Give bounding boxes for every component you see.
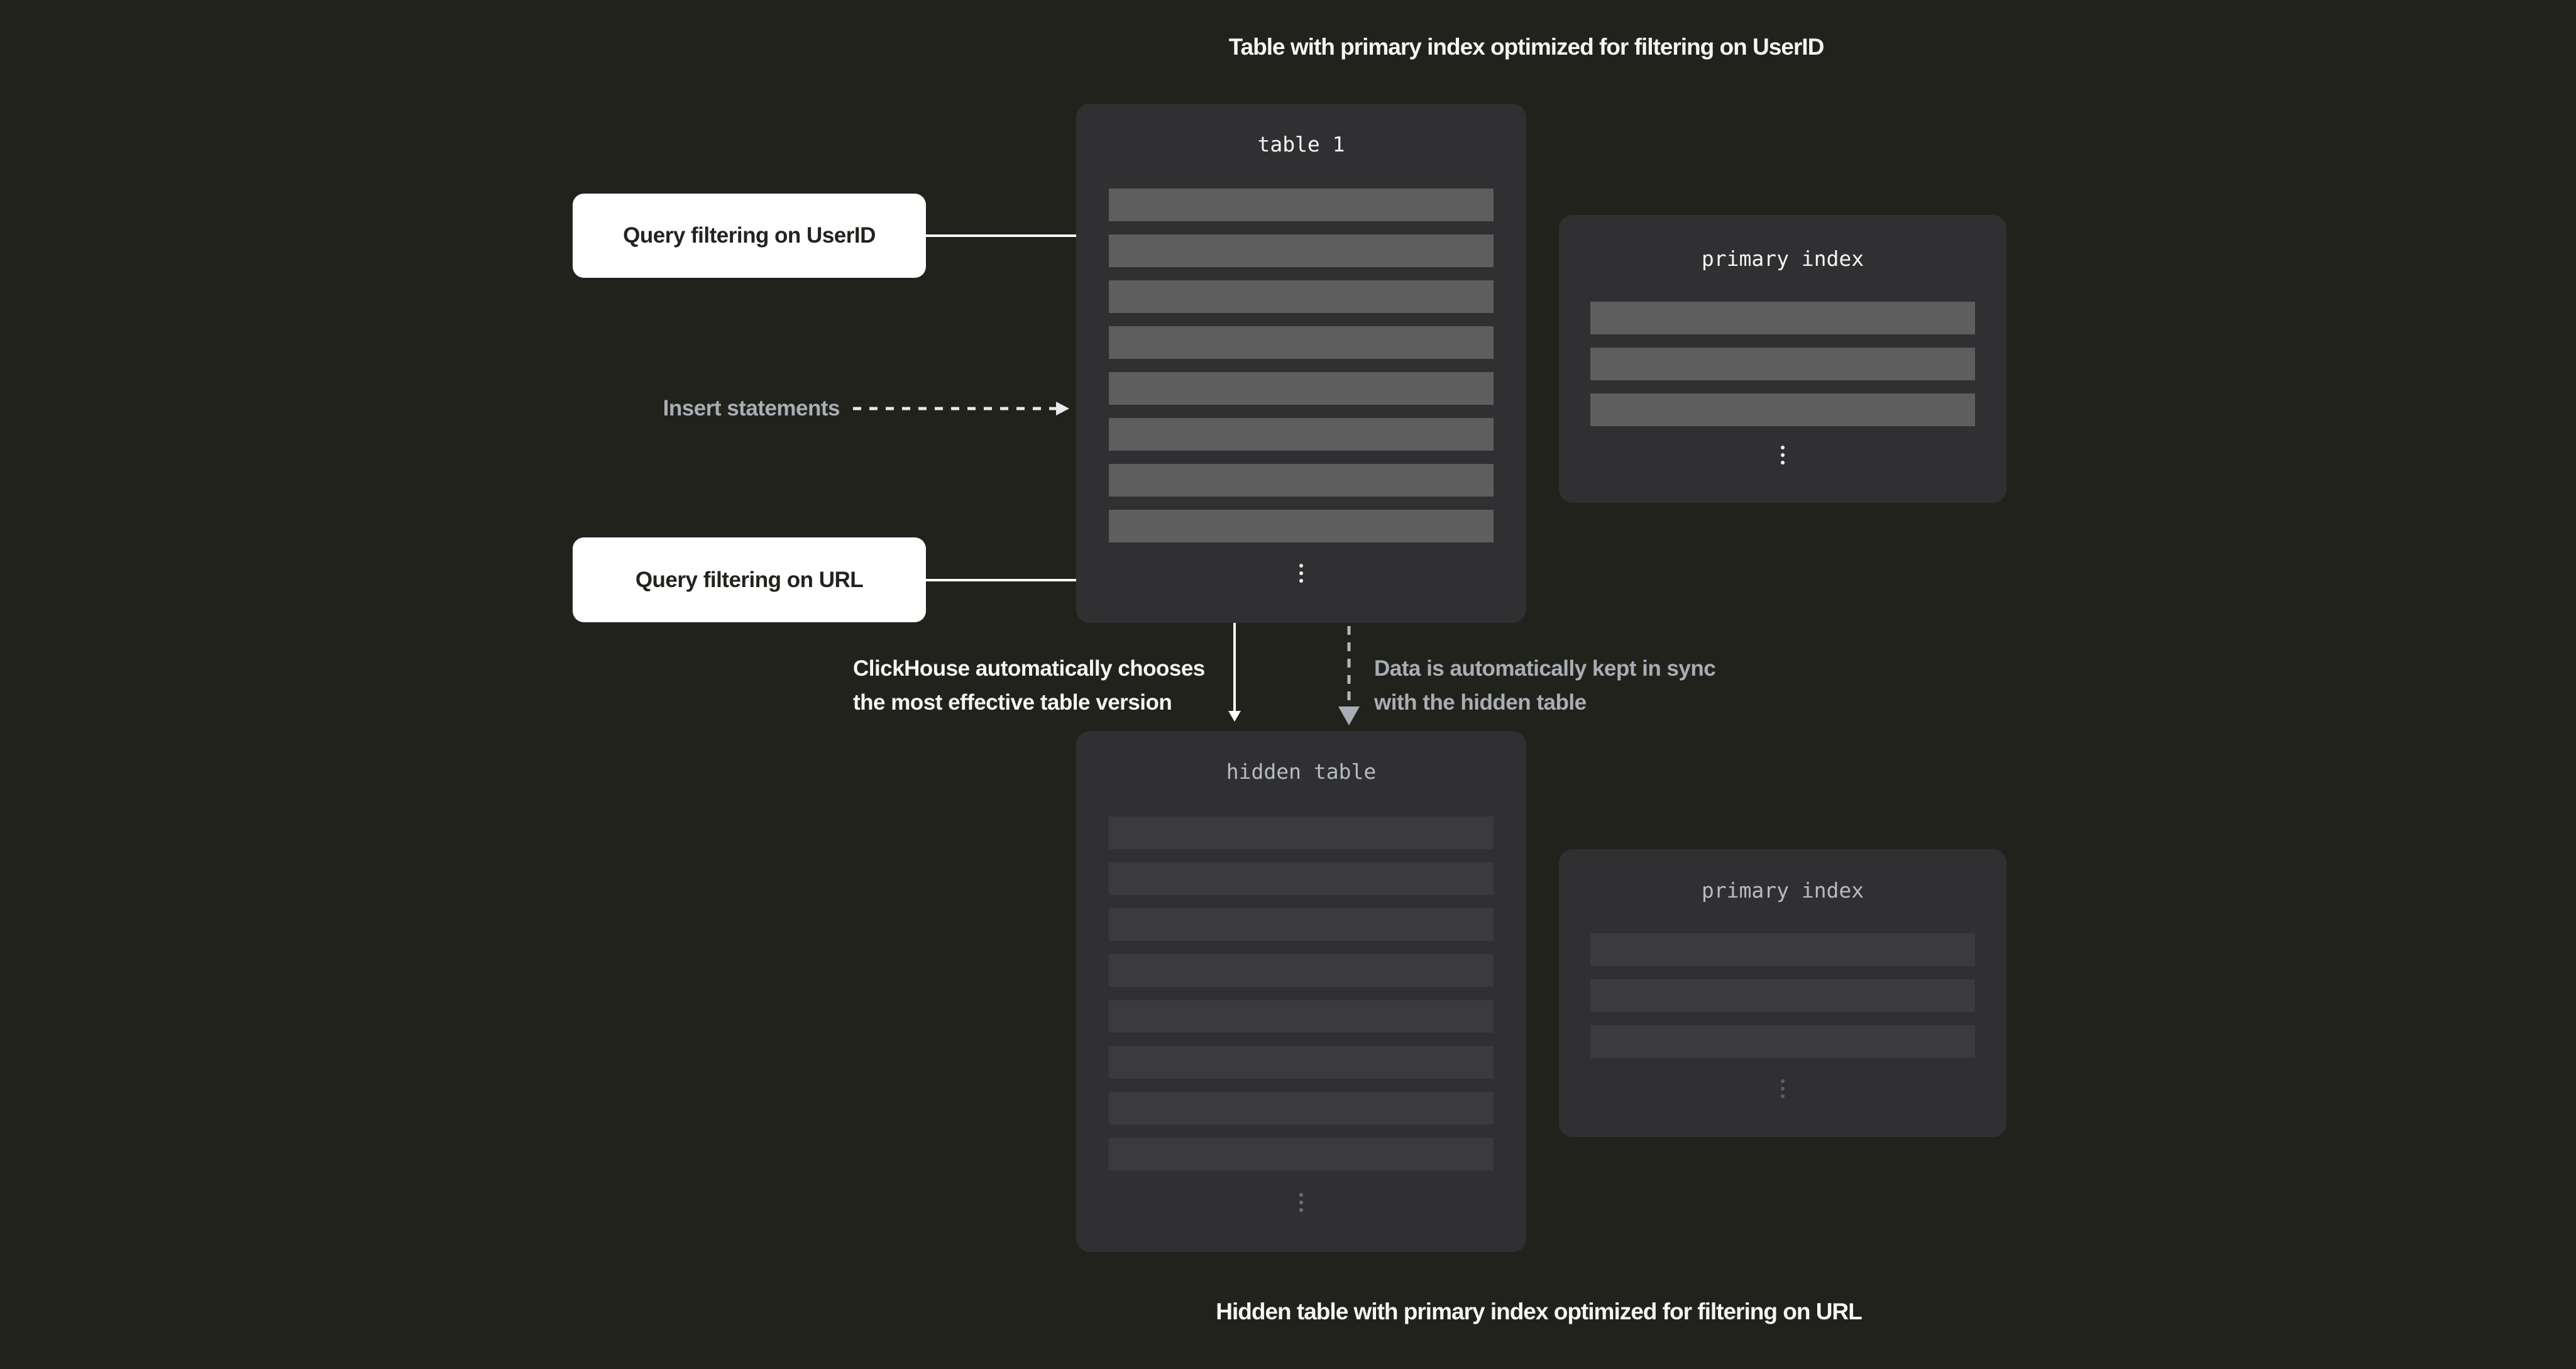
query-userid-callout: Query filtering on UserID [573,194,926,278]
sync-dashed-arrow [1338,626,1360,725]
table-row [1109,234,1494,267]
sync-note: Data is automatically kept in sync with … [1374,652,1716,720]
primary-index-bottom-panel: primary index [1559,849,2006,1137]
insert-statements-label: Insert statements [663,396,840,421]
clickhouse-note: ClickHouse automatically chooses the mos… [853,652,1205,720]
query-userid-arrow [926,229,1096,242]
table-row [1109,1046,1494,1079]
table-row [1109,510,1494,542]
table1-rows [1109,189,1494,542]
index-row [1590,1025,1975,1058]
sync-note-line2: with the hidden table [1374,690,1587,715]
table-row [1109,862,1494,895]
index-row [1590,979,1975,1012]
table-row [1109,1092,1494,1124]
table1-title: table 1 [1257,132,1345,157]
clickhouse-note-line1: ClickHouse automatically chooses [853,656,1205,681]
hidden-table-panel: hidden table [1076,731,1526,1252]
arrowhead-down-icon [1338,706,1360,725]
primary-index-bottom-title: primary index [1701,878,1864,903]
table-row [1109,418,1494,451]
table-row [1109,816,1494,849]
index-row [1590,302,1975,334]
vertical-ellipsis-icon [1076,1193,1526,1212]
sync-note-line1: Data is automatically kept in sync [1374,656,1716,681]
clickhouse-note-line2: the most effective table version [853,690,1172,715]
index-row [1590,933,1975,966]
arrowhead-right-icon [1056,402,1069,415]
table-row [1109,954,1494,987]
query-url-callout: Query filtering on URL [573,537,926,622]
vertical-ellipsis-icon [1559,1079,2006,1098]
hidden-table-title: hidden table [1226,759,1377,784]
arrowhead-down-icon [1228,711,1241,722]
vertical-ellipsis-icon [1076,564,1526,583]
primary-index-top-panel: primary index [1559,215,2006,503]
table-row [1109,908,1494,941]
table-row [1109,464,1494,497]
hidden-table-rows [1109,816,1494,1170]
bottom-caption: Hidden table with primary index optimize… [1216,1299,1863,1324]
top-caption: Table with primary index optimized for f… [1228,34,1825,60]
primary-index-bottom-rows [1590,933,1975,1058]
primary-index-top-title: primary index [1701,246,1864,271]
table-row [1109,280,1494,313]
table-row [1109,1138,1494,1170]
index-row [1590,348,1975,380]
vertical-ellipsis-icon [1559,446,2006,465]
table-row [1109,189,1494,221]
insert-statements-arrow [853,402,1069,415]
table1-panel: table 1 [1076,104,1526,623]
primary-index-top-rows [1590,302,1975,426]
index-row [1590,393,1975,426]
table-row [1109,372,1494,405]
table-row [1109,1000,1494,1033]
table-row [1109,326,1494,359]
